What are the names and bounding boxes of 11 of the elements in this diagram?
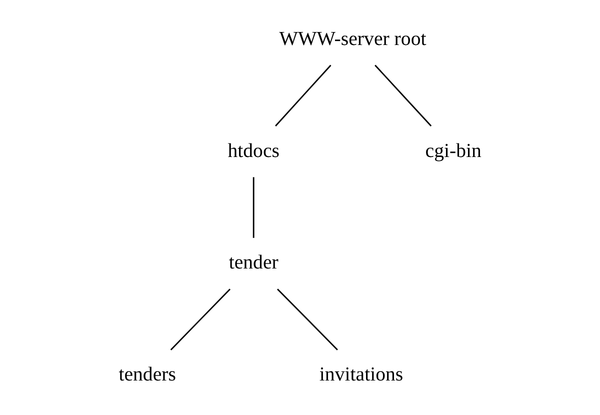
node-text: tenders: [118, 364, 176, 386]
connector: [277, 288, 338, 350]
connector: [170, 288, 231, 350]
node-text: WWW-server root: [279, 28, 426, 50]
connector: [252, 177, 254, 238]
connector: [374, 64, 432, 126]
connector: [275, 64, 332, 126]
node-text: cgi-bin: [425, 140, 482, 162]
node-text: htdocs: [228, 140, 280, 162]
node-text: tender: [228, 252, 278, 274]
node-text: invitations: [319, 364, 404, 386]
